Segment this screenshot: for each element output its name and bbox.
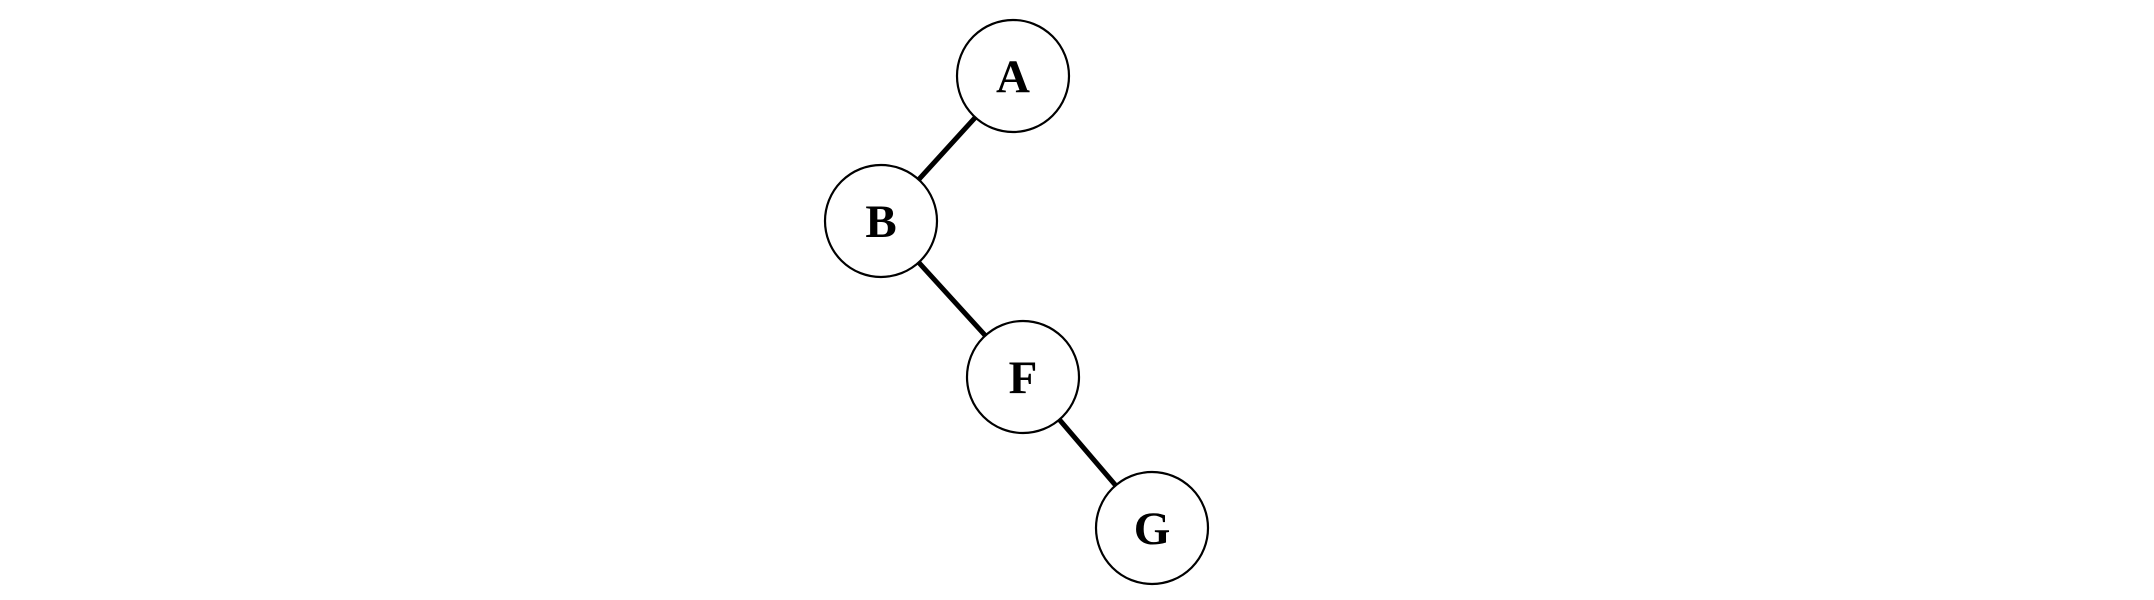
graph-edge-a-b xyxy=(916,115,978,182)
graph-node-g[interactable]: G xyxy=(1094,470,1210,586)
nodes-layer: A B F G xyxy=(823,18,1210,586)
graph-node-b[interactable]: B xyxy=(823,163,939,279)
node-label-g: G xyxy=(1134,503,1171,555)
node-circle-b[interactable] xyxy=(823,163,939,279)
node-label-b: B xyxy=(865,196,896,248)
graph-node-a[interactable]: A xyxy=(955,18,1071,134)
graph-node-f[interactable]: F xyxy=(965,319,1081,435)
graph-edge-f-g xyxy=(1057,417,1118,488)
node-label-a: A xyxy=(996,51,1030,103)
node-label-f: F xyxy=(1009,352,1038,404)
graph-edge-b-f xyxy=(916,260,988,338)
edges-layer xyxy=(916,115,1118,488)
node-circle-f[interactable] xyxy=(965,319,1081,435)
node-circle-g[interactable] xyxy=(1094,470,1210,586)
node-circle-a[interactable] xyxy=(955,18,1071,134)
